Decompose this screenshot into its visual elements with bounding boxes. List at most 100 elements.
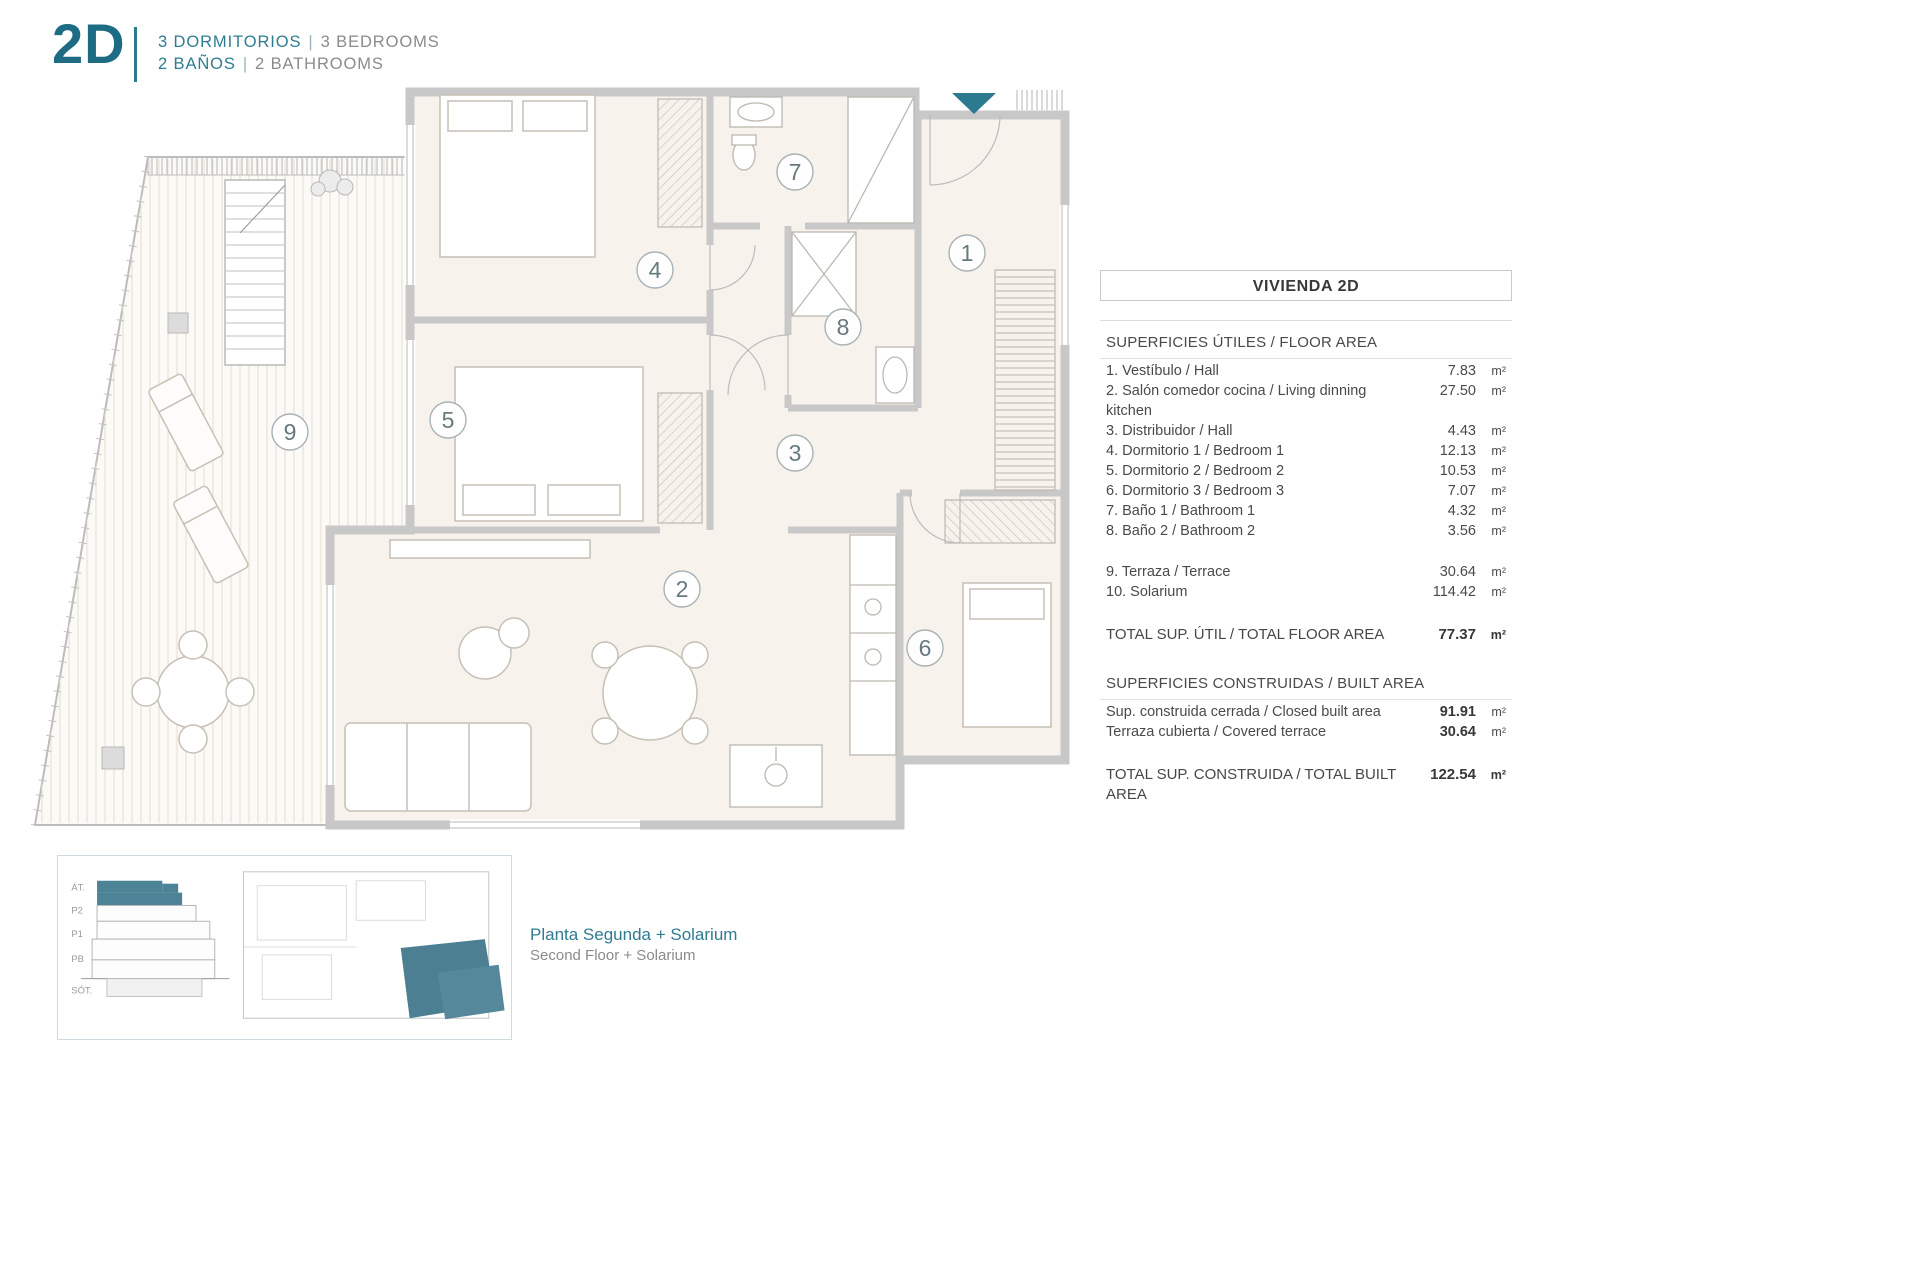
svg-text:2: 2 [676, 576, 689, 602]
svg-text:1: 1 [961, 240, 974, 266]
total-unit: m² [1490, 768, 1506, 782]
row-value: 12.13 [1439, 443, 1476, 459]
terrace-area [30, 155, 411, 827]
area-row: 3. Distribuidor / Hall 4.43 m² [1106, 421, 1506, 441]
row-value: 30.64 [1439, 724, 1476, 740]
section-header: SUPERFICIES CONSTRUIDAS / BUILT AREA [1100, 671, 1512, 700]
total-unit: m² [1490, 628, 1506, 642]
row-label: 2. Salón comedor cocina / Living dinning… [1106, 383, 1367, 419]
row-label: 3. Distribuidor / Hall [1106, 423, 1233, 439]
planters [101, 169, 354, 770]
row-value: 3.56 [1447, 523, 1476, 539]
bathroom-fixtures [729, 96, 915, 404]
row-unit: m² [1491, 565, 1506, 579]
floor-label-atico: ÁT. [71, 882, 85, 893]
row-label: 6. Dormitorio 3 / Bedroom 3 [1106, 483, 1285, 499]
room-number-3: 3 [776, 434, 814, 472]
floor-label-pb: PB [71, 953, 84, 964]
terrace-table-set [131, 630, 255, 754]
separator: | [308, 33, 314, 51]
svg-text:9: 9 [284, 419, 297, 445]
furniture [344, 94, 1052, 812]
row-unit: m² [1491, 484, 1506, 498]
interior-walls [410, 92, 1065, 760]
row-unit: m² [1491, 725, 1506, 739]
total-label: TOTAL SUP. CONSTRUIDA / TOTAL BUILT AREA [1106, 766, 1397, 803]
bathrooms-es: 2 BAÑOS [158, 55, 236, 73]
row-value: 91.91 [1439, 704, 1476, 720]
key-plan-box: ÁT. P2 P1 PB SÓT. [57, 855, 512, 1040]
svg-text:8: 8 [837, 314, 850, 340]
key-floor-plan [242, 871, 505, 1020]
row-label: 5. Dormitorio 2 / Bedroom 2 [1106, 463, 1285, 479]
separator: | [242, 55, 249, 73]
sun-loungers [148, 373, 249, 584]
total-value: 77.37 [1438, 626, 1476, 643]
floor-label-p1: P1 [71, 928, 82, 939]
row-unit: m² [1491, 705, 1506, 719]
row-unit: m² [1491, 464, 1506, 478]
floor-label-p2: P2 [71, 904, 82, 915]
total-row: TOTAL SUP. ÚTIL / TOTAL FLOOR AREA 77.37 m… [1100, 625, 1512, 645]
room-number-2: 2 [663, 570, 701, 608]
panel-divider [1100, 320, 1512, 321]
windows [324, 125, 1071, 831]
row-value: 114.42 [1432, 584, 1476, 600]
bedrooms-en: 3 BEDROOMS [320, 33, 440, 51]
row-label: Terraza cubierta / Covered terrace [1106, 724, 1327, 740]
kitchen-fixtures [729, 534, 897, 808]
unit-title: 2D [52, 12, 126, 75]
row-value: 10.53 [1439, 463, 1476, 479]
total-row: TOTAL SUP. CONSTRUIDA / TOTAL BUILT AREA… [1100, 765, 1512, 805]
bathrooms-line: 2 BAÑOS|2 BATHROOMS [158, 53, 440, 75]
svg-text:6: 6 [919, 635, 932, 661]
floor-label-sotano: SÓT. [71, 984, 92, 995]
bedrooms-line: 3 DORMITORIOS | 3 BEDROOMS [158, 31, 440, 53]
row-unit: m² [1491, 424, 1506, 438]
row-unit: m² [1491, 504, 1506, 518]
svg-text:5: 5 [442, 407, 455, 433]
row-label: 1. Vestíbulo / Hall [1106, 363, 1219, 379]
wardrobes [657, 98, 1056, 544]
plan-caption-es: Planta Segunda + Solarium [530, 925, 738, 944]
room-number-6: 6 [906, 629, 944, 667]
key-plan-svg: ÁT. P2 P1 PB SÓT. [71, 871, 505, 1020]
svg-text:4: 4 [649, 257, 662, 283]
apartment [324, 87, 1071, 831]
entry-hatch [1015, 90, 1065, 110]
total-label: TOTAL SUP. ÚTIL / TOTAL FLOOR AREA [1106, 626, 1385, 643]
total-value: 122.54 [1430, 766, 1476, 783]
row-value: 7.83 [1447, 363, 1476, 379]
pergola-strip [147, 156, 411, 176]
plan-caption-en: Second Floor + Solarium [530, 947, 696, 964]
row-unit: m² [1491, 364, 1506, 378]
bedrooms-es: 3 DORMITORIOS [158, 33, 302, 51]
stairs [224, 179, 286, 366]
svg-text:3: 3 [789, 440, 802, 466]
row-value: 30.64 [1439, 564, 1476, 580]
row-unit: m² [1491, 524, 1506, 538]
row-value: 27.50 [1439, 383, 1476, 399]
row-value: 4.43 [1447, 423, 1476, 439]
row-label: 8. Baño 2 / Bathroom 2 [1106, 523, 1256, 539]
area-panel: VIVIENDA 2D SUPERFICIES ÚTILES / FLOOR A… [1100, 270, 1512, 805]
area-row: Terraza cubierta / Covered terrace 30.64 m… [1106, 722, 1506, 742]
row-unit: m² [1491, 384, 1506, 398]
row-value: 4.32 [1447, 503, 1476, 519]
header-subtitle: 3 DORMITORIOS|3 BEDROOMS 2 BAÑOS|2 BATHR… [158, 31, 440, 75]
area-row: 2. Salón comedor cocina / Living dinning… [1106, 381, 1506, 421]
header-divider [134, 27, 137, 82]
row-label: 4. Dormitorio 1 / Bedroom 1 [1106, 443, 1285, 459]
row-label: 9. Terraza / Terrace [1106, 564, 1231, 580]
row-label: 7. Baño 1 / Bathroom 1 [1106, 503, 1256, 519]
area-row: Sup. construida cerrada / Closed built a… [1106, 702, 1506, 722]
entrance-arrow-icon [952, 93, 996, 114]
area-row: 8. Baño 2 / Bathroom 2 3.56 m² [1106, 521, 1506, 541]
area-row: 1. Vestíbulo / Hall 7.83 m² [1106, 361, 1506, 381]
